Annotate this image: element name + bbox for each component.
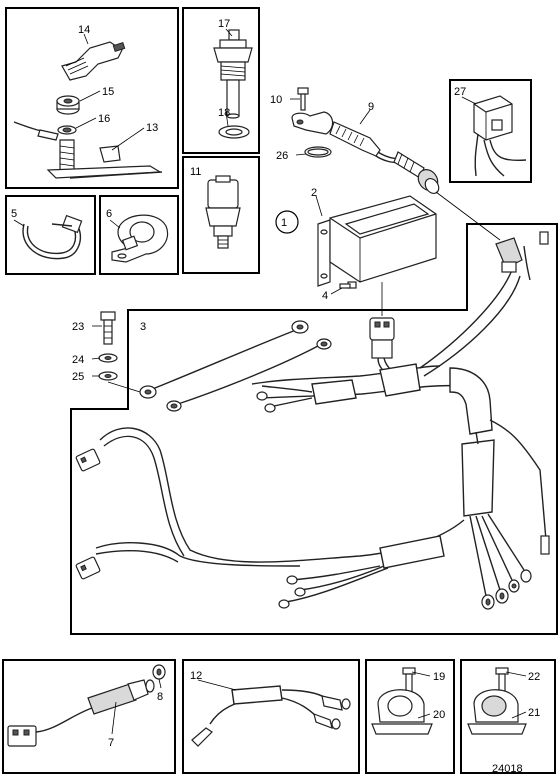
panel-cable-tie-5 — [5, 195, 96, 275]
callout-5: 5 — [11, 208, 17, 220]
callout-1: 1 — [281, 217, 287, 229]
clamp-6-drawing — [111, 214, 169, 263]
callout-6: 6 — [106, 208, 112, 220]
panel-switch-11 — [182, 156, 260, 274]
panel-cable-12 — [182, 659, 360, 774]
callout-9: 9 — [368, 101, 374, 113]
bolt-guide-line — [107, 381, 141, 393]
panel-sensor-17-18 — [182, 7, 260, 154]
relay-27-drawing — [473, 95, 527, 177]
callout-2: 2 — [311, 187, 317, 199]
callout-16: 16 — [98, 113, 110, 125]
stud-13-drawing — [13, 121, 163, 179]
callout-17: 17 — [218, 18, 230, 30]
callout-27: 27 — [454, 86, 466, 98]
callout-3: 3 — [140, 321, 146, 333]
callout-22: 22 — [528, 671, 540, 683]
panel-clamp-19-20 — [365, 659, 455, 774]
washer-16-drawing — [57, 125, 77, 135]
washer-24-drawing — [98, 353, 118, 363]
callout-15: 15 — [102, 86, 114, 98]
callout-23: 23 — [72, 321, 84, 333]
o-ring-26-drawing — [304, 146, 332, 158]
callout-19: 19 — [433, 671, 445, 683]
callout-25: 25 — [72, 371, 84, 383]
main-harness-drawing — [75, 231, 550, 610]
panel-main-harness-3 — [70, 223, 558, 635]
callout-7: 7 — [108, 737, 114, 749]
leader-lines — [13, 28, 527, 735]
cable-tie-5-drawing — [22, 214, 83, 260]
panel-relay-27 — [449, 79, 532, 183]
ground-cable-drawing — [139, 320, 332, 412]
washer-25-drawing — [98, 371, 118, 381]
callout-labels: 1 2 3 4 5 6 7 8 9 10 11 12 13 14 15 16 1… — [11, 18, 540, 749]
callout-24: 24 — [72, 354, 84, 366]
callout-10: 10 — [270, 94, 282, 106]
callout-13: 13 — [146, 122, 158, 134]
bolt-23-drawing — [100, 311, 116, 345]
screw-10-drawing — [297, 87, 309, 111]
washer-8-drawing — [152, 664, 166, 680]
panel-clamp-21-22 — [460, 659, 556, 774]
sensor-9-drawing — [291, 111, 440, 195]
callout-11: 11 — [190, 166, 201, 178]
sensor-14-drawing — [61, 41, 126, 81]
sensor-7-drawing — [7, 679, 155, 747]
callout-21: 21 — [528, 707, 540, 719]
screw-4-drawing — [339, 281, 357, 289]
clamp-21-drawing — [467, 689, 527, 735]
callout-26: 26 — [276, 150, 288, 162]
panel-sensor-7-8 — [2, 659, 176, 774]
callout-12: 12 — [190, 670, 202, 682]
callout-8: 8 — [157, 691, 163, 703]
callout-4: 4 — [322, 290, 328, 302]
callout-18: 18 — [218, 107, 230, 119]
callout-14: 14 — [78, 24, 90, 36]
callout-circle-1 — [275, 210, 299, 234]
panel-sensor-14-16 — [5, 7, 179, 189]
nut-15-drawing — [56, 95, 80, 115]
washer-18-drawing — [218, 125, 250, 139]
connection-line-9 — [435, 191, 501, 241]
cable-12-drawing — [191, 685, 351, 747]
figure-number: 24018 — [492, 763, 523, 775]
callout-20: 20 — [433, 709, 445, 721]
sensor-17-drawing — [213, 29, 253, 119]
panel-clamp-6 — [99, 195, 179, 275]
switch-11-drawing — [205, 175, 241, 249]
control-unit-2-drawing — [317, 195, 437, 287]
clamp-20-drawing — [371, 689, 433, 735]
